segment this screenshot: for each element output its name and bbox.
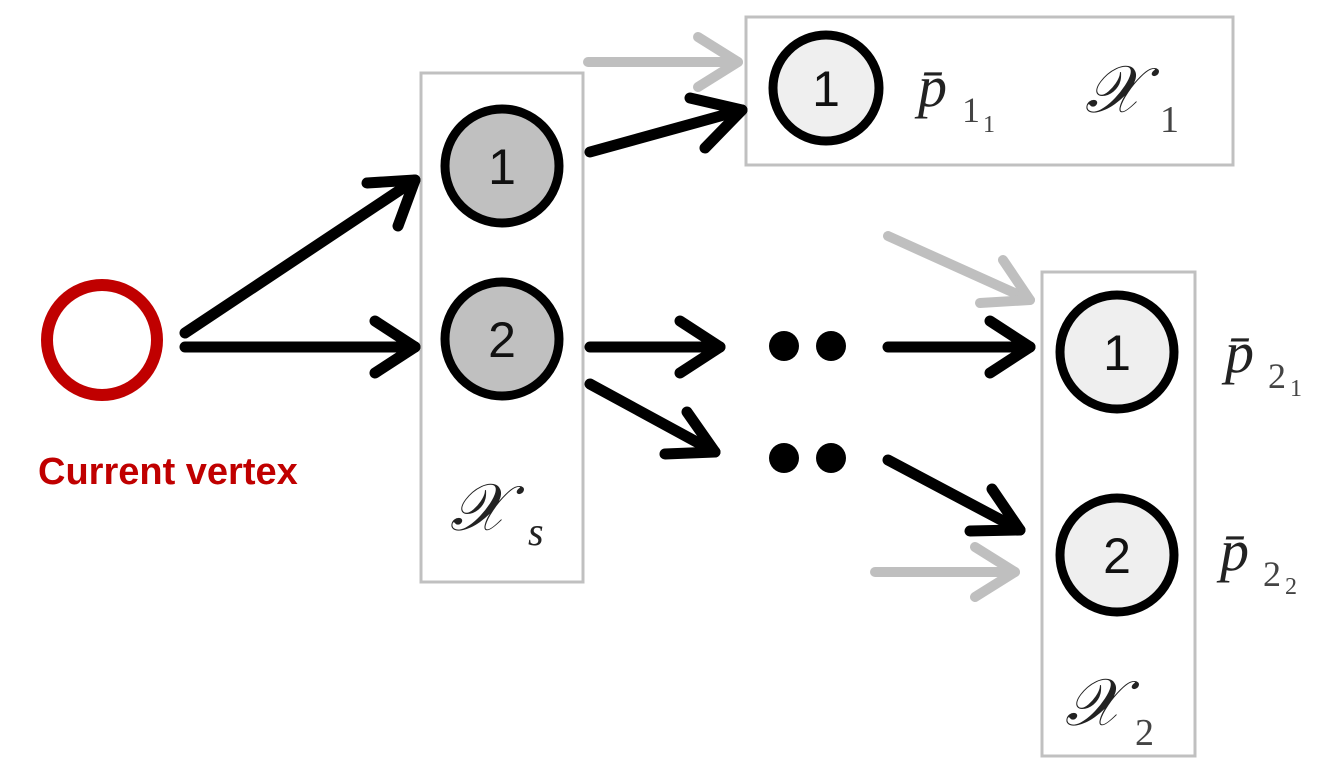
set-2-symbol: 𝒳 2 [1065, 667, 1154, 754]
svg-text:p̄: p̄ [914, 54, 947, 119]
svg-text:1: 1 [983, 112, 995, 138]
svg-text:2: 2 [1263, 554, 1281, 594]
svg-text:1: 1 [1160, 99, 1179, 141]
svg-text:p̄: p̄ [1221, 320, 1254, 385]
svg-text:2: 2 [488, 312, 516, 368]
set-1-probability: p̄ 1 1 [914, 54, 995, 138]
incoming-edge-set-1 [583, 32, 743, 92]
edge-current-to-source-1 [179, 174, 421, 339]
ellipsis-1 [769, 331, 846, 361]
svg-text:1: 1 [1290, 376, 1302, 402]
incoming-edges [583, 32, 1035, 602]
source-node-2: 2 [440, 277, 564, 401]
set-2-box [1040, 270, 1197, 758]
incoming-edge-set-2-node-2 [870, 542, 1020, 602]
svg-text:𝒳: 𝒳 [450, 472, 525, 545]
svg-text:s: s [528, 509, 544, 554]
current-vertex-node [41, 279, 163, 401]
svg-text:1: 1 [812, 61, 840, 117]
edge-source-1-to-set-1 [584, 92, 748, 158]
svg-text:𝒳: 𝒳 [1085, 54, 1160, 127]
svg-text:2: 2 [1103, 528, 1131, 584]
svg-text:p̄: p̄ [1216, 518, 1249, 583]
set-2-node-1: 1 [1055, 290, 1179, 414]
edge-source-2-to-ellipsis-1 [584, 315, 726, 379]
svg-text:𝒳: 𝒳 [1065, 667, 1140, 740]
svg-text:1: 1 [1103, 325, 1131, 381]
set-1-node-1: 1 [768, 30, 884, 146]
svg-text:2: 2 [1268, 356, 1286, 396]
set-2-node-2: 2 [1055, 493, 1179, 617]
source-node-1: 1 [440, 104, 564, 228]
ellipsis-2 [769, 443, 846, 473]
edge-source-2-to-ellipsis-2 [584, 378, 721, 460]
svg-text:2: 2 [1285, 574, 1297, 600]
svg-text:1: 1 [488, 139, 516, 195]
current-vertex-label: Current vertex [38, 451, 298, 493]
svg-text:1: 1 [962, 90, 980, 130]
set-1-box [744, 15, 1235, 167]
edge-ellipsis-1-to-set-2-node-1 [882, 315, 1036, 379]
source-set-symbol: 𝒳 s [450, 472, 544, 554]
svg-text:2: 2 [1135, 712, 1154, 754]
source-set-box [419, 71, 585, 584]
set-2-probability-2: p̄ 2 2 [1216, 518, 1297, 600]
edge-ellipsis-2-to-set-2-node-2 [882, 454, 1026, 537]
set-1-symbol: 𝒳 1 [1085, 54, 1179, 141]
edges [179, 92, 1036, 537]
set-2-probability-1: p̄ 2 1 [1221, 320, 1302, 402]
incoming-edge-set-2-node-1 [883, 231, 1035, 308]
edge-current-to-source-2 [179, 315, 421, 379]
